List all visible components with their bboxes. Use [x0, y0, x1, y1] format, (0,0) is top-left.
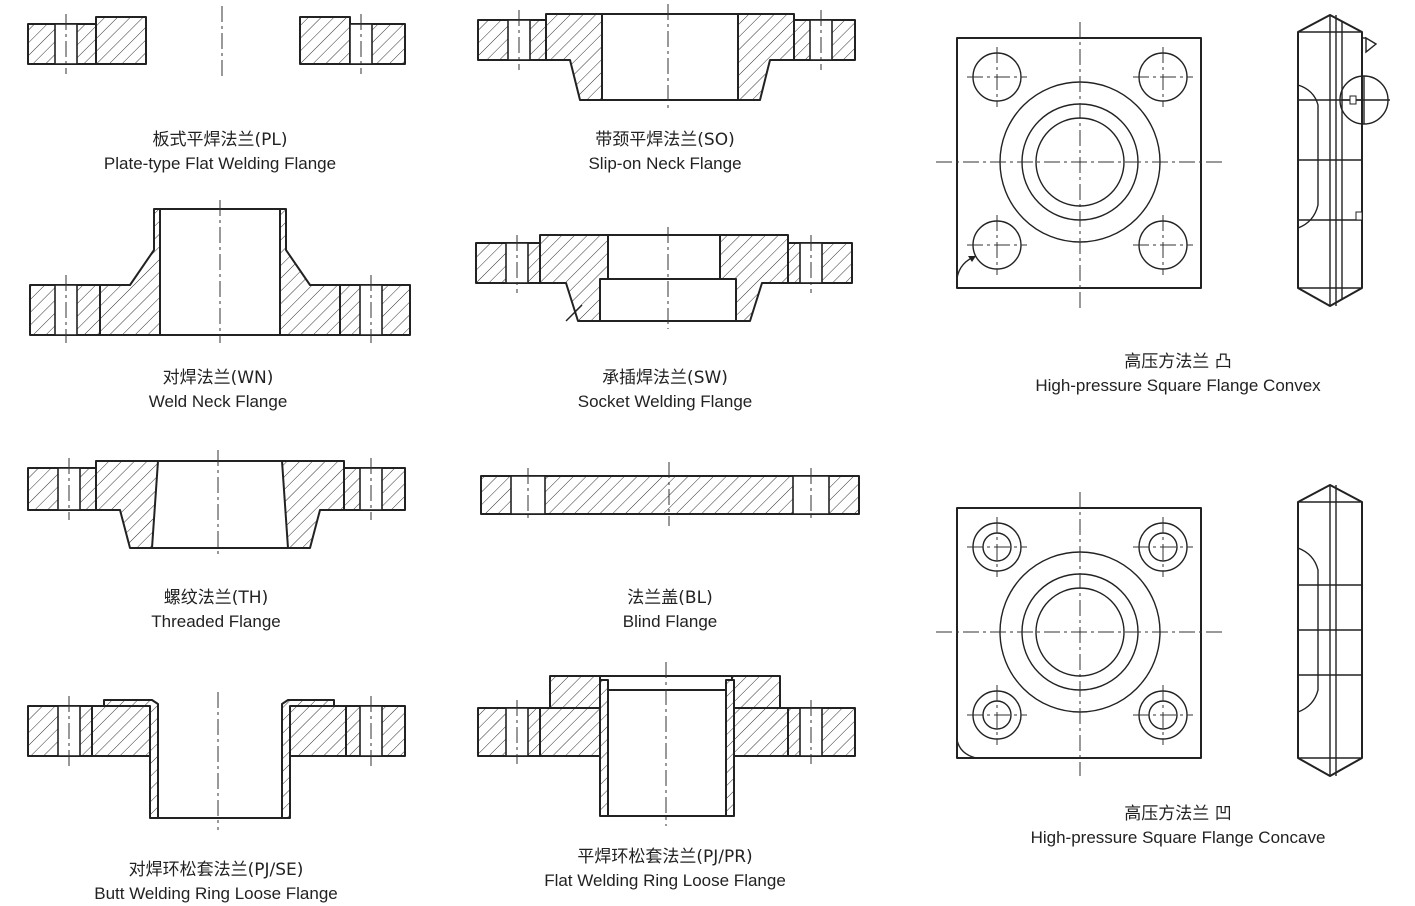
caption-square-flange-convex: 高压方法兰 凸 High-pressure Square Flange Conv…	[978, 350, 1378, 398]
caption-square-flange-concave: 高压方法兰 凹 High-pressure Square Flange Conc…	[978, 802, 1378, 850]
diagram-plate-flange	[27, 6, 406, 76]
label-zh: 承插焊法兰(SW)	[602, 368, 728, 388]
caption-threaded-flange: 螺纹法兰(TH) Threaded Flange	[16, 586, 416, 634]
label-zh: 螺纹法兰(TH)	[163, 588, 269, 608]
caption-butt-ring-flange: 对焊环松套法兰(PJ/SE) Butt Welding Ring Loose F…	[16, 858, 416, 906]
label-zh: 高压方法兰 凹	[1124, 804, 1232, 824]
caption-slip-on-flange: 带颈平焊法兰(SO) Slip-on Neck Flange	[465, 128, 865, 176]
label-zh: 高压方法兰 凸	[1124, 352, 1232, 372]
label-en: Slip-on Neck Flange	[588, 154, 742, 173]
label-zh: 带颈平焊法兰(SO)	[595, 130, 735, 150]
diagram-square-flange-convex-side	[1297, 14, 1390, 307]
diagram-square-flange-concave-front	[936, 492, 1224, 776]
diagram-square-flange-concave-side	[1297, 484, 1363, 777]
label-en: High-pressure Square Flange Concave	[1030, 828, 1326, 847]
label-zh: 对焊环松套法兰(PJ/SE)	[128, 860, 304, 880]
caption-flat-ring-flange: 平焊环松套法兰(PJ/PR) Flat Welding Ring Loose F…	[465, 845, 865, 893]
caption-plate-flange: 板式平焊法兰(PL) Plate-type Flat Welding Flang…	[20, 128, 420, 176]
label-en: Butt Welding Ring Loose Flange	[94, 884, 338, 903]
diagram-butt-ring-flange	[27, 692, 406, 830]
diagram-threaded-flange	[27, 450, 406, 556]
caption-socket-weld-flange: 承插焊法兰(SW) Socket Welding Flange	[465, 366, 865, 414]
label-en: Threaded Flange	[151, 612, 281, 631]
caption-weld-neck-flange: 对焊法兰(WN) Weld Neck Flange	[18, 366, 418, 414]
label-zh: 对焊法兰(WN)	[162, 368, 274, 388]
label-zh: 法兰盖(BL)	[627, 588, 713, 608]
diagram-blind-flange	[480, 462, 860, 526]
caption-blind-flange: 法兰盖(BL) Blind Flange	[470, 586, 870, 634]
label-en: High-pressure Square Flange Convex	[1035, 376, 1321, 395]
label-en: Plate-type Flat Welding Flange	[103, 154, 337, 173]
diagram-square-flange-convex-front	[936, 22, 1224, 308]
diagram-socket-weld-flange	[475, 227, 853, 329]
diagram-flat-ring-flange	[477, 662, 856, 826]
diagram-slip-on-flange	[477, 4, 856, 112]
label-en: Socket Welding Flange	[577, 392, 753, 411]
label-zh: 平焊环松套法兰(PJ/PR)	[577, 847, 753, 867]
diagram-weld-neck-flange	[29, 200, 411, 343]
label-en: Weld Neck Flange	[148, 392, 288, 411]
label-en: Flat Welding Ring Loose Flange	[544, 871, 786, 890]
label-en: Blind Flange	[622, 612, 718, 631]
label-zh: 板式平焊法兰(PL)	[152, 130, 288, 150]
